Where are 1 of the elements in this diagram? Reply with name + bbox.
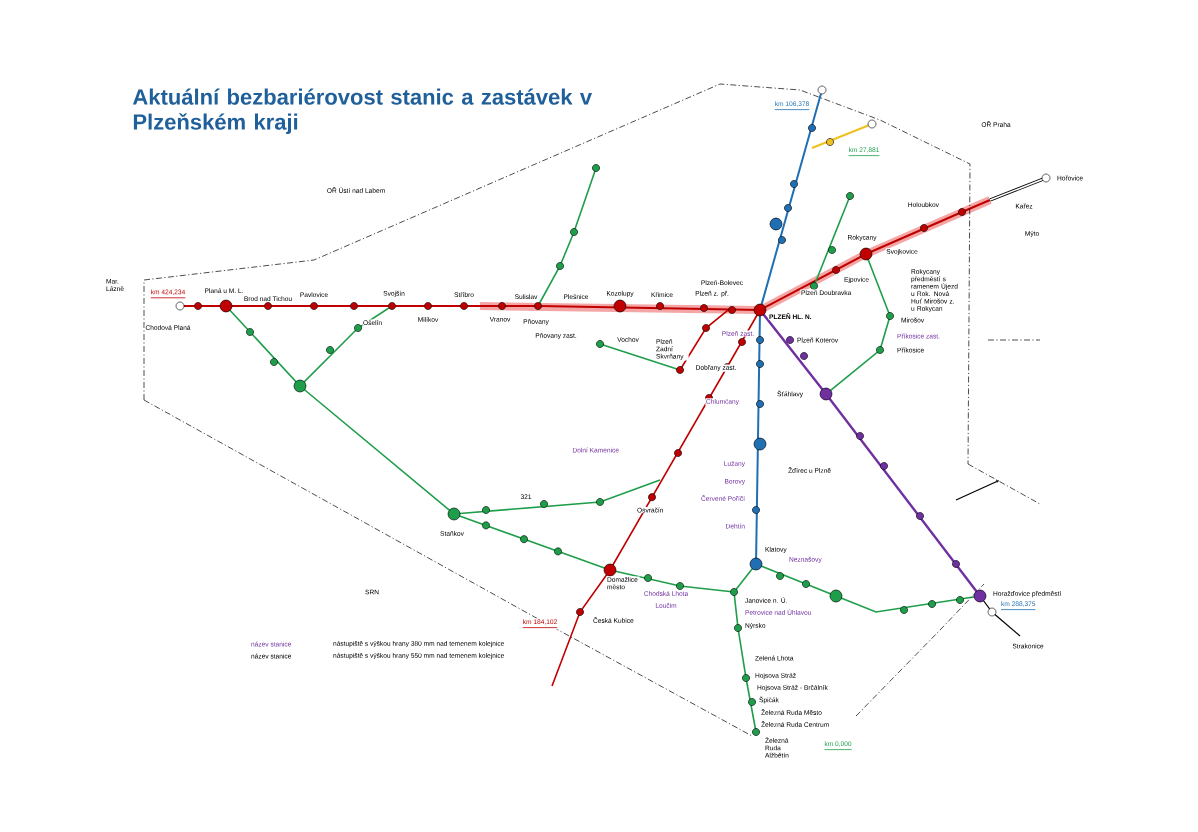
title: Aktuální bezbariérovost stanic a zastávek v Plzeňském kraji	[132, 88, 592, 135]
